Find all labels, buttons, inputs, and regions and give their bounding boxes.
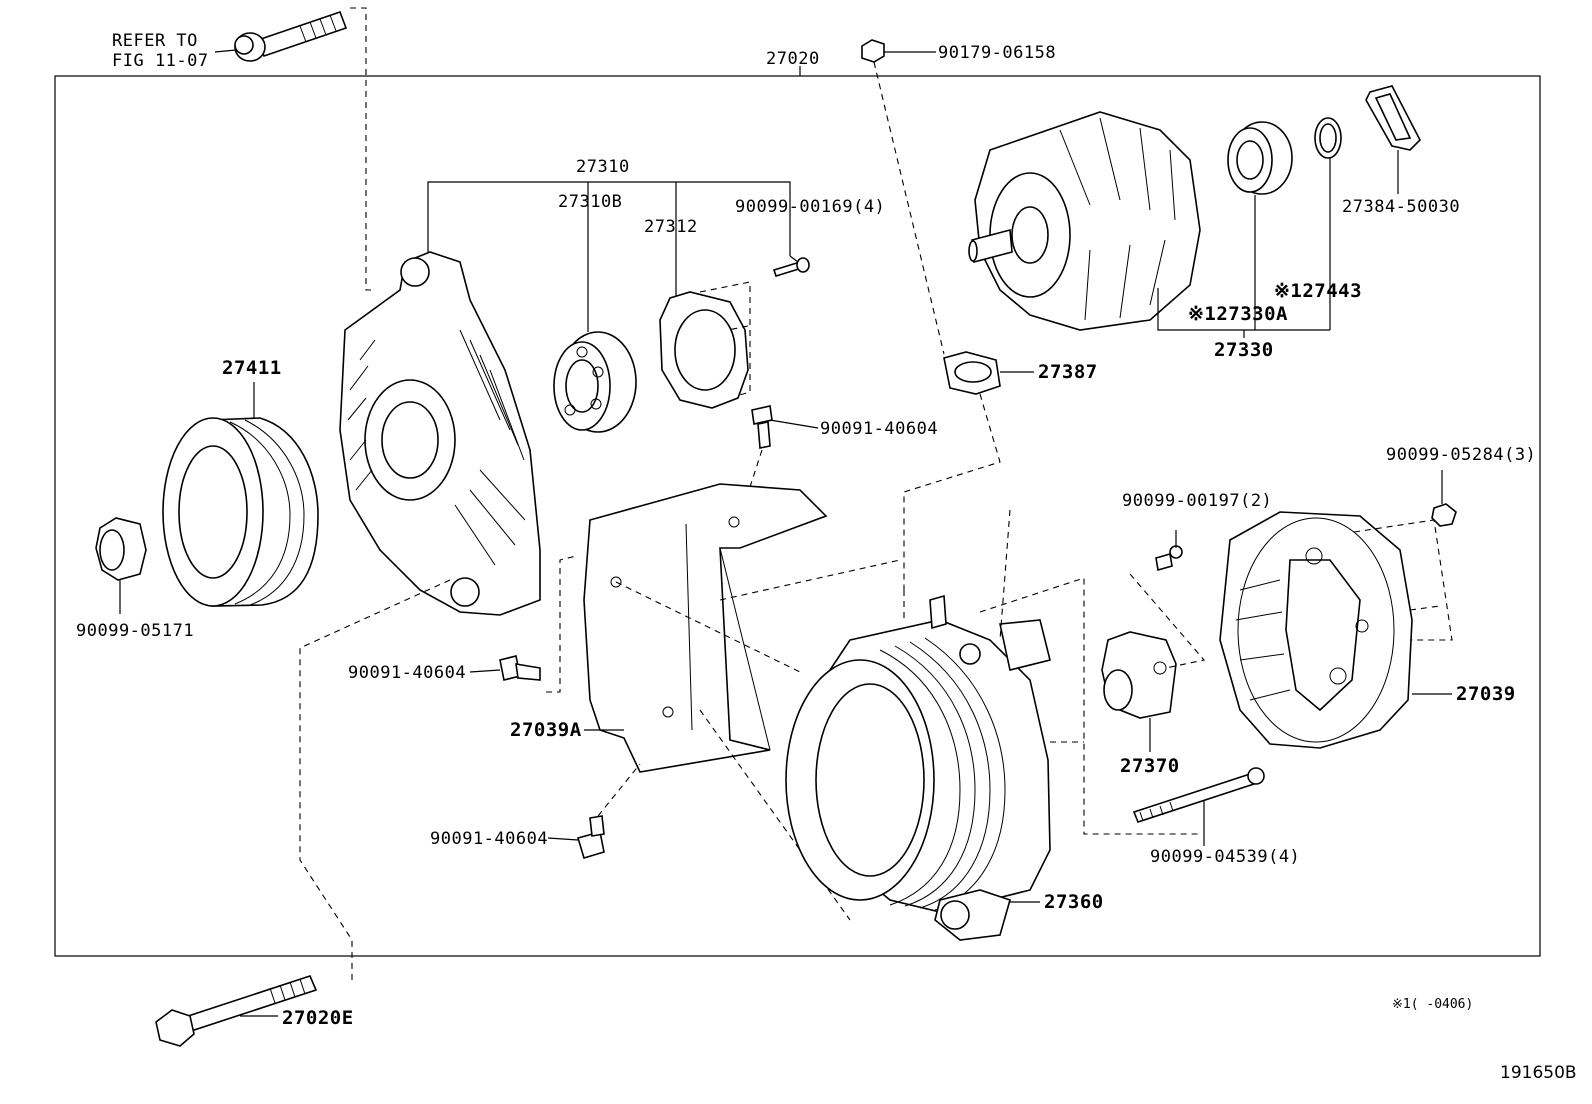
label-90099-04539: 90099-04539(4) [1150, 847, 1300, 867]
label-90099-00197: 90099-00197(2) [1122, 491, 1272, 511]
figure-id: 191650B [1500, 1063, 1577, 1083]
regulator-27370[interactable] [1101, 631, 1177, 719]
label-90091-40604-top: 90091-40604 [820, 419, 938, 439]
label-90091-40604-mid: 90091-40604 [348, 663, 466, 683]
stator-27360[interactable] [785, 594, 1051, 941]
assembly-frame [54, 75, 1541, 957]
label-90091-40604-bot: 90091-40604 [430, 829, 548, 849]
label-27039A: 27039A [510, 719, 582, 741]
screw-90091-40604-mid[interactable] [499, 655, 541, 681]
bearing-27330A[interactable] [1227, 121, 1293, 195]
label-27387: 27387 [1038, 361, 1098, 383]
nut-90099-05284[interactable] [1431, 503, 1457, 527]
cover-27039A[interactable] [583, 483, 828, 773]
cover-27384-50030[interactable] [1365, 85, 1421, 151]
refer-note-line2: FIG 11-07 [112, 51, 209, 71]
bearing-27310B[interactable] [553, 331, 637, 433]
label-assembly: 27020 [766, 49, 820, 69]
through-bolt-top[interactable] [234, 10, 348, 62]
rotor-27330[interactable] [968, 111, 1201, 331]
label-90099-05284: 90099-05284(3) [1386, 445, 1536, 465]
label-27330: 27330 [1214, 339, 1274, 361]
footnote: ※1( -0406) [1392, 997, 1473, 1012]
retainer-27312[interactable] [659, 291, 749, 409]
label-127443: ※127443 [1274, 280, 1362, 302]
nut-90179-06158[interactable] [861, 39, 885, 63]
label-27310B: 27310B [558, 192, 622, 212]
refer-note-line1: REFER TO [112, 31, 198, 51]
label-27310: 27310 [576, 157, 630, 177]
label-90099-00169: 90099-00169(4) [735, 197, 885, 217]
label-27039: 27039 [1456, 683, 1516, 705]
insulator-27387[interactable] [943, 351, 1001, 395]
label-27411: 27411 [222, 357, 282, 379]
rear-cover-27039[interactable] [1219, 511, 1413, 749]
label-90179-06158: 90179-06158 [938, 43, 1056, 63]
label-27330A: ※127330A [1188, 303, 1288, 325]
through-bolt-27020E[interactable] [155, 975, 318, 1047]
label-27020E: 27020E [282, 1007, 354, 1029]
washer-127443[interactable] [1314, 117, 1342, 159]
label-90099-05171: 90099-05171 [76, 621, 194, 641]
screw-90099-00169[interactable] [772, 257, 810, 277]
screw-90099-00197[interactable] [1155, 545, 1183, 572]
label-27384-50030: 27384-50030 [1342, 197, 1460, 217]
drive-end-frame[interactable] [339, 251, 541, 616]
label-27360: 27360 [1044, 891, 1104, 913]
label-27312: 27312 [644, 217, 698, 237]
label-27370: 27370 [1120, 755, 1180, 777]
screw-90091-40604-bot[interactable] [576, 815, 605, 859]
pulley-27411[interactable] [162, 417, 319, 607]
nut-90099-05171[interactable] [95, 517, 147, 581]
screw-90091-40604-top[interactable] [751, 405, 773, 449]
bolt-90099-04539[interactable] [1132, 767, 1265, 823]
